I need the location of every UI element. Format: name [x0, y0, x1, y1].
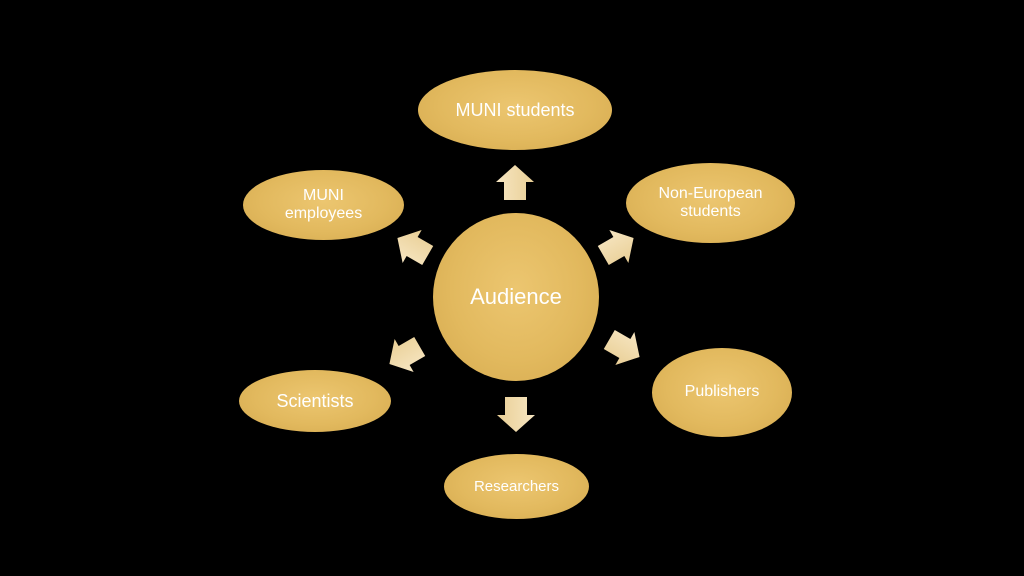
- center-node-audience: Audience: [433, 213, 599, 381]
- node-label-publishers: Publishers: [684, 383, 760, 401]
- arrow-to-researchers: [497, 397, 535, 432]
- node-label-muni-students: MUNI students: [455, 99, 575, 120]
- node-label-non-european-students: Non-European students: [658, 184, 763, 220]
- arrow-to-muni-employees: [397, 230, 434, 266]
- center-node-label: Audience: [470, 284, 562, 310]
- node-muni-employees: MUNI employees: [243, 170, 404, 240]
- node-non-european-students: Non-European students: [626, 163, 795, 243]
- arrow-to-muni-students: [496, 165, 534, 200]
- arrow-to-publishers: [603, 329, 640, 365]
- node-publishers: Publishers: [652, 348, 792, 437]
- node-label-scientists: Scientists: [276, 390, 354, 411]
- node-researchers: Researchers: [444, 454, 589, 519]
- node-label-researchers: Researchers: [473, 477, 560, 495]
- node-scientists: Scientists: [239, 370, 391, 432]
- node-label-muni-employees: MUNI employees: [284, 186, 363, 222]
- node-muni-students: MUNI students: [418, 70, 612, 150]
- arrow-to-non-european-students: [597, 230, 634, 266]
- arrow-to-scientists: [389, 336, 426, 372]
